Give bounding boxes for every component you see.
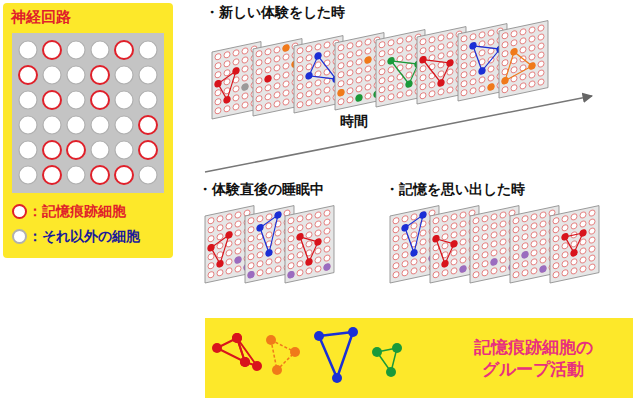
band-text: 記憶痕跡細胞の グループ活動 [467,336,599,380]
circuit-panel [285,206,334,283]
legend-text: ：それ以外の細胞 [28,228,140,245]
stage-heading: ・新しい体験をした時 [205,4,345,21]
circuit-panel [550,206,599,283]
stage-heading: ・体験直後の睡眠中 [198,181,324,198]
stage-heading: ・記憶を思い出した時 [385,181,525,198]
cluster-icons [205,318,425,398]
box-title: 神経回路 [11,8,165,26]
legend-item: ：それ以外の細胞 [12,228,140,245]
circuit-panel [499,21,548,98]
legend-sample [12,204,27,219]
neuron-grid [12,33,164,193]
legend-sample [12,229,27,244]
circuit-panels [205,21,599,283]
circuit-box: 神経回路 [3,3,173,258]
legend-text: ：記憶痕跡細胞 [28,203,126,220]
legend-item: ：記憶痕跡細胞 [12,203,126,220]
axis-label: 時間 [340,113,368,130]
group-activity-band: 記憶痕跡細胞の グループ活動 [205,318,633,398]
